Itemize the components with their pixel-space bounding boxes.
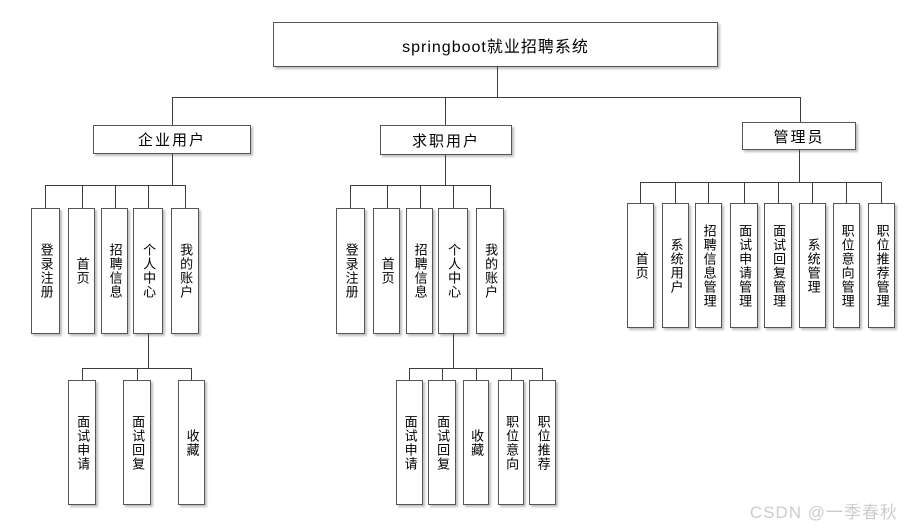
connector-line: [172, 154, 173, 186]
node-jobseeker-user-label: 求职用户: [411, 132, 480, 150]
connector-line: [800, 97, 801, 123]
node-enterprise-home: 首页: [68, 208, 95, 334]
connector-line: [445, 97, 446, 126]
node-admin-system-mgmt-label: 系统管理: [805, 237, 821, 294]
connector-line: [445, 155, 446, 186]
node-jobseeker-login-register: 登录注册: [336, 208, 365, 334]
connector-line: [675, 182, 676, 203]
node-enterprise-personal-center: 个人中心: [133, 208, 163, 334]
node-enterprise-user: 企业用户: [93, 125, 251, 154]
connector-line: [137, 368, 138, 380]
connector-line: [542, 368, 543, 380]
node-admin-system-user-label: 系统用户: [668, 237, 684, 294]
node-enterprise-recruit-info: 招聘信息: [101, 208, 128, 334]
node-jobseeker-my-account-label: 我的账户: [483, 243, 499, 299]
node-jobseeker-job-intention-label: 职位意向: [504, 414, 520, 471]
connector-line: [708, 182, 709, 203]
node-jobseeker-recruit-info: 招聘信息: [406, 208, 433, 334]
node-admin-interview-reply-mgmt: 面试回复管理: [764, 203, 792, 328]
connector-line: [172, 97, 173, 126]
csdn-watermark: CSDN @一季春秋: [749, 503, 898, 522]
connector-line: [846, 182, 847, 203]
node-enterprise-personal-center-label: 个人中心: [141, 243, 157, 299]
node-enterprise-interview-apply-label: 面试申请: [75, 414, 91, 471]
connector-line: [442, 368, 443, 380]
node-root-system-label: springboot就业招聘系统: [402, 38, 589, 56]
node-admin-label: 管理员: [773, 128, 825, 146]
node-jobseeker-job-recommend: 职位推荐: [529, 380, 556, 505]
connector-line: [148, 185, 149, 208]
connector-line: [640, 182, 882, 183]
connector-line: [453, 185, 454, 208]
node-enterprise-interview-reply-label: 面试回复: [130, 414, 146, 471]
connector-line: [82, 368, 83, 380]
node-jobseeker-personal-center: 个人中心: [438, 208, 468, 334]
node-admin-interview-apply-mgmt: 面试申请管理: [730, 203, 758, 328]
node-admin-recruit-info-mgmt-label: 招聘信息管理: [701, 223, 717, 308]
connector-line: [497, 67, 498, 97]
connector-line: [744, 182, 745, 203]
connector-line: [640, 182, 641, 203]
connector-line: [172, 97, 801, 98]
connector-line: [350, 185, 351, 208]
node-enterprise-recruit-info-label: 招聘信息: [107, 243, 123, 299]
connector-line: [778, 182, 779, 203]
node-jobseeker-interview-reply: 面试回复: [428, 380, 456, 505]
connector-line: [881, 182, 882, 203]
node-jobseeker-interview-apply-label: 面试申请: [402, 414, 418, 471]
node-admin-interview-apply-mgmt-label: 面试申请管理: [737, 223, 753, 308]
node-admin-system-user: 系统用户: [662, 203, 689, 328]
node-enterprise-home-label: 首页: [74, 257, 90, 285]
node-jobseeker-login-register-label: 登录注册: [343, 243, 359, 299]
node-admin-home: 首页: [627, 203, 654, 328]
connector-line: [511, 368, 512, 380]
connector-line: [148, 334, 149, 368]
connector-line: [476, 368, 477, 380]
connector-line: [82, 185, 83, 208]
node-admin-recruit-info-mgmt: 招聘信息管理: [695, 203, 722, 328]
node-enterprise-interview-apply: 面试申请: [68, 380, 96, 505]
node-admin-job-intention-mgmt-label: 职位意向管理: [839, 223, 855, 308]
connector-line: [490, 185, 491, 208]
node-enterprise-user-label: 企业用户: [137, 132, 206, 149]
node-enterprise-login-register-label: 登录注册: [38, 243, 54, 299]
node-root-system: springboot就业招聘系统: [273, 22, 718, 67]
node-enterprise-favorites: 收藏: [178, 380, 205, 505]
connector-line: [115, 185, 116, 208]
connector-line: [812, 182, 813, 203]
connector-line: [420, 185, 421, 208]
node-admin-job-recommend-mgmt-label: 职位推荐管理: [874, 223, 890, 308]
node-admin-interview-reply-mgmt-label: 面试回复管理: [771, 223, 787, 308]
node-admin: 管理员: [742, 122, 856, 150]
node-jobseeker-job-recommend-label: 职位推荐: [535, 414, 551, 471]
node-admin-system-mgmt: 系统管理: [799, 203, 826, 328]
node-jobseeker-home: 首页: [373, 208, 400, 334]
node-enterprise-my-account: 我的账户: [171, 208, 199, 334]
connector-line: [453, 334, 454, 368]
node-admin-home-label: 首页: [633, 251, 649, 280]
node-jobseeker-favorites-label: 收藏: [469, 428, 485, 457]
connector-line: [799, 150, 800, 182]
connector-line: [387, 185, 388, 208]
node-enterprise-login-register: 登录注册: [31, 208, 60, 334]
node-jobseeker-interview-apply: 面试申请: [396, 380, 423, 505]
node-jobseeker-my-account: 我的账户: [476, 208, 504, 334]
node-jobseeker-user: 求职用户: [380, 125, 512, 155]
node-admin-job-recommend-mgmt: 职位推荐管理: [868, 203, 895, 328]
node-jobseeker-recruit-info-label: 招聘信息: [412, 243, 428, 299]
connector-line: [191, 368, 192, 380]
node-enterprise-favorites-label: 收藏: [184, 428, 200, 457]
node-jobseeker-job-intention: 职位意向: [498, 380, 524, 505]
node-jobseeker-favorites: 收藏: [463, 380, 489, 505]
connector-line: [185, 185, 186, 208]
node-admin-job-intention-mgmt: 职位意向管理: [833, 203, 860, 328]
node-jobseeker-personal-center-label: 个人中心: [446, 243, 462, 299]
node-enterprise-interview-reply: 面试回复: [123, 380, 151, 505]
node-jobseeker-interview-reply-label: 面试回复: [435, 414, 451, 471]
node-jobseeker-home-label: 首页: [379, 257, 395, 285]
connector-line: [45, 185, 46, 208]
connector-line: [409, 368, 410, 380]
node-enterprise-my-account-label: 我的账户: [178, 243, 194, 299]
